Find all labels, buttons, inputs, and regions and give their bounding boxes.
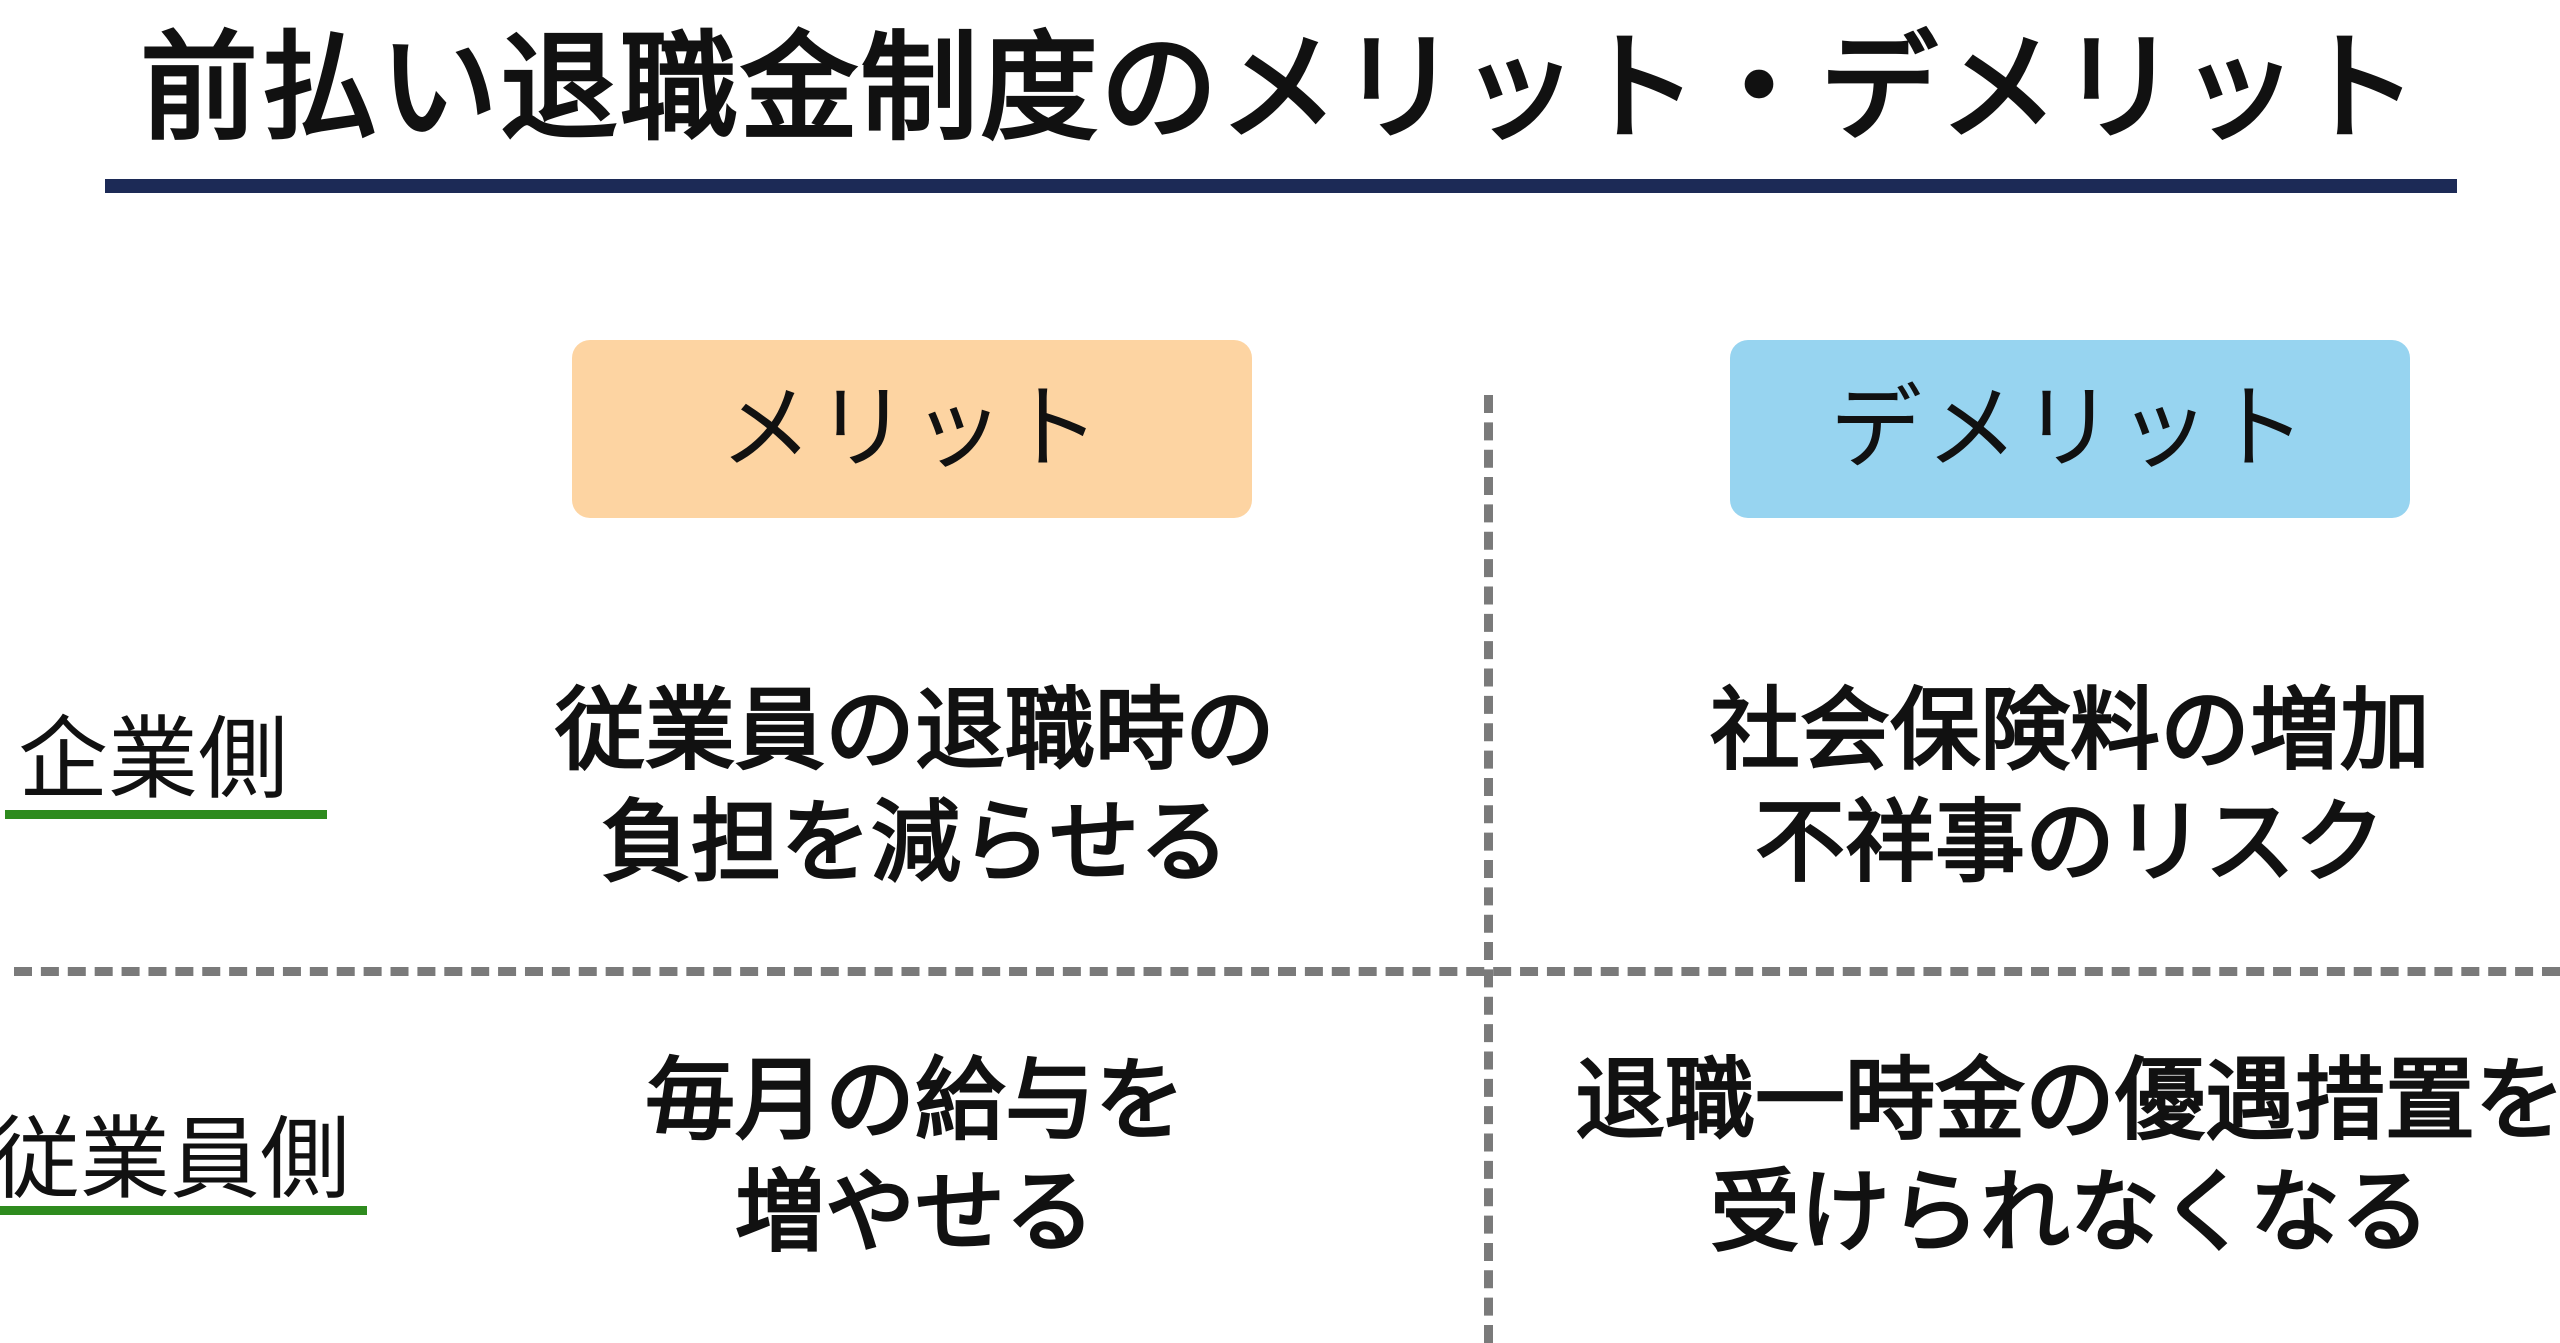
cell-employee-merit-line-1: 毎月の給与を <box>645 1048 1185 1153</box>
horizontal-divider <box>14 967 2560 976</box>
cell-company-merit: 従業員の退職時の 負担を減らせる <box>470 675 1360 899</box>
demerit-header: デメリット <box>1730 340 2410 518</box>
cell-employee-merit: 毎月の給与を 増やせる <box>470 1045 1360 1269</box>
cell-employee-demerit: 退職一時金の優遇措置を 受けられなくなる <box>1540 1045 2560 1269</box>
row-label-company-underline <box>5 810 327 819</box>
cell-company-demerit-line-2: 不祥事のリスク <box>1755 790 2385 895</box>
cell-employee-demerit-line-1: 退職一時金の優遇措置を <box>1575 1048 2560 1153</box>
cell-company-merit-line-1: 従業員の退職時の <box>555 678 1275 783</box>
cell-company-merit-line-2: 負担を減らせる <box>600 790 1230 895</box>
cell-employee-demerit-line-2: 受けられなくなる <box>1710 1160 2430 1265</box>
cell-company-demerit: 社会保険料の増加 不祥事のリスク <box>1590 675 2550 899</box>
vertical-divider <box>1484 395 1493 1343</box>
cell-employee-merit-line-2: 増やせる <box>735 1160 1095 1265</box>
row-label-employee: 従業員側 <box>0 1107 350 1212</box>
page-title: 前払い退職金制度のメリット・デメリット <box>139 19 2420 157</box>
row-label-company: 企業側 <box>18 707 288 812</box>
row-label-employee-underline <box>0 1206 367 1215</box>
merit-header: メリット <box>572 340 1252 518</box>
title-underline <box>105 179 2457 193</box>
cell-company-demerit-line-1: 社会保険料の増加 <box>1710 678 2430 783</box>
